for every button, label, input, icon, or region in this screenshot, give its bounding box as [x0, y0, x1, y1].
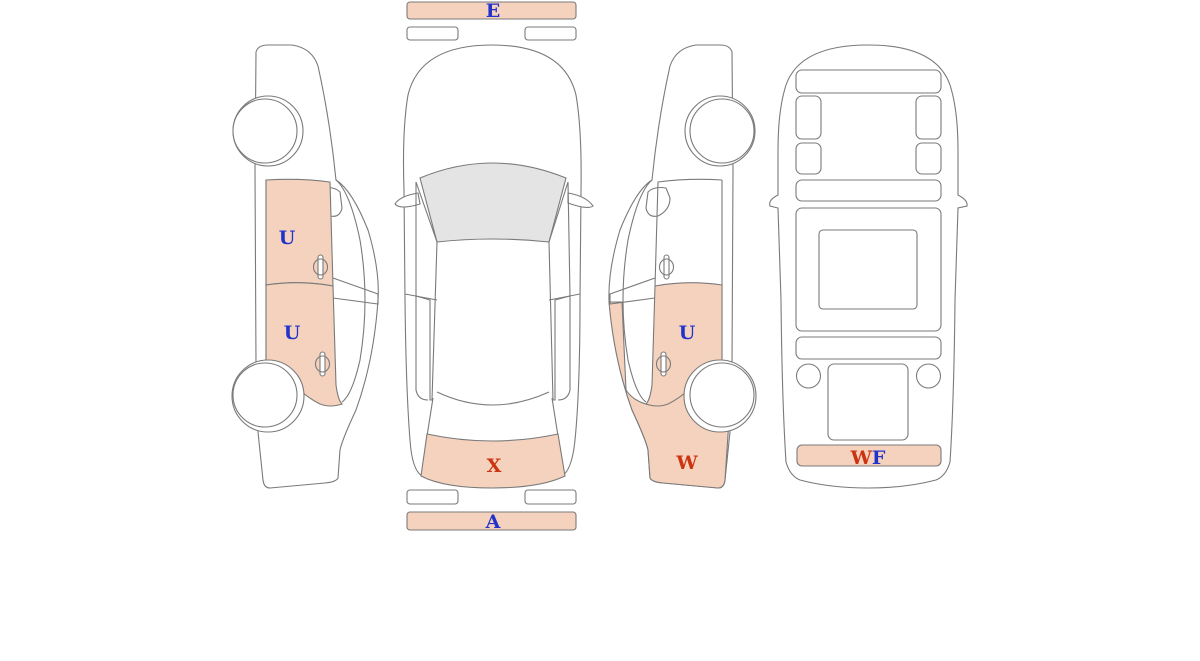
front-left-plate — [406, 26, 459, 41]
rear-panel-code-part1: W — [850, 447, 873, 469]
trunk-lid[interactable] — [420, 433, 566, 489]
right-side-view: U W — [608, 44, 757, 489]
trunk-lid-code: X — [487, 455, 502, 477]
left-rear-door-code: U — [284, 322, 301, 344]
underside-right-sill-2 — [915, 142, 942, 175]
left-front-wheel — [232, 98, 298, 164]
left-rear-wheel — [232, 362, 298, 428]
left-rear-handle — [314, 351, 331, 377]
rear-bumper-code: A — [485, 511, 501, 533]
underside-right-sill-1 — [915, 95, 942, 140]
rear-bumper[interactable] — [406, 511, 577, 531]
front-bumper[interactable] — [406, 1, 577, 20]
windshield — [419, 162, 567, 243]
underside-view: WF — [769, 44, 968, 489]
underside-left-sill-2 — [795, 142, 822, 175]
underside-spare-well — [827, 363, 909, 441]
right-front-handle — [658, 254, 675, 280]
rear-panel[interactable] — [796, 444, 942, 467]
underside-right-mount — [915, 363, 942, 389]
rear-panel-code: WF — [850, 447, 886, 469]
right-rear-wheel — [689, 362, 755, 428]
underside-panel-rear — [795, 336, 942, 360]
right-mirror-top — [567, 192, 594, 209]
rear-panel-code-part2: F — [872, 447, 886, 469]
left-mirror-top — [394, 192, 421, 208]
underside-left-sill-1 — [795, 95, 822, 140]
top-view: X E A — [394, 0, 594, 533]
rear-left-plate — [406, 489, 459, 505]
underside-panel-mid — [795, 179, 942, 202]
underside-left-mount — [795, 363, 822, 389]
rear-right-plate — [524, 489, 577, 505]
right-rear-quarter-code: W — [675, 452, 698, 474]
underside-floor-inner — [818, 229, 918, 310]
left-front-handle — [312, 254, 329, 280]
right-front-wheel — [689, 98, 755, 164]
underside-panel-top — [795, 69, 942, 94]
left-side-view: U U — [231, 44, 379, 489]
front-right-plate — [524, 26, 577, 41]
left-front-door-code: U — [279, 227, 296, 249]
right-rear-handle — [655, 351, 672, 377]
right-mirror — [645, 186, 671, 217]
right-rear-door-code: U — [679, 322, 696, 344]
front-bumper-code: E — [486, 0, 500, 22]
